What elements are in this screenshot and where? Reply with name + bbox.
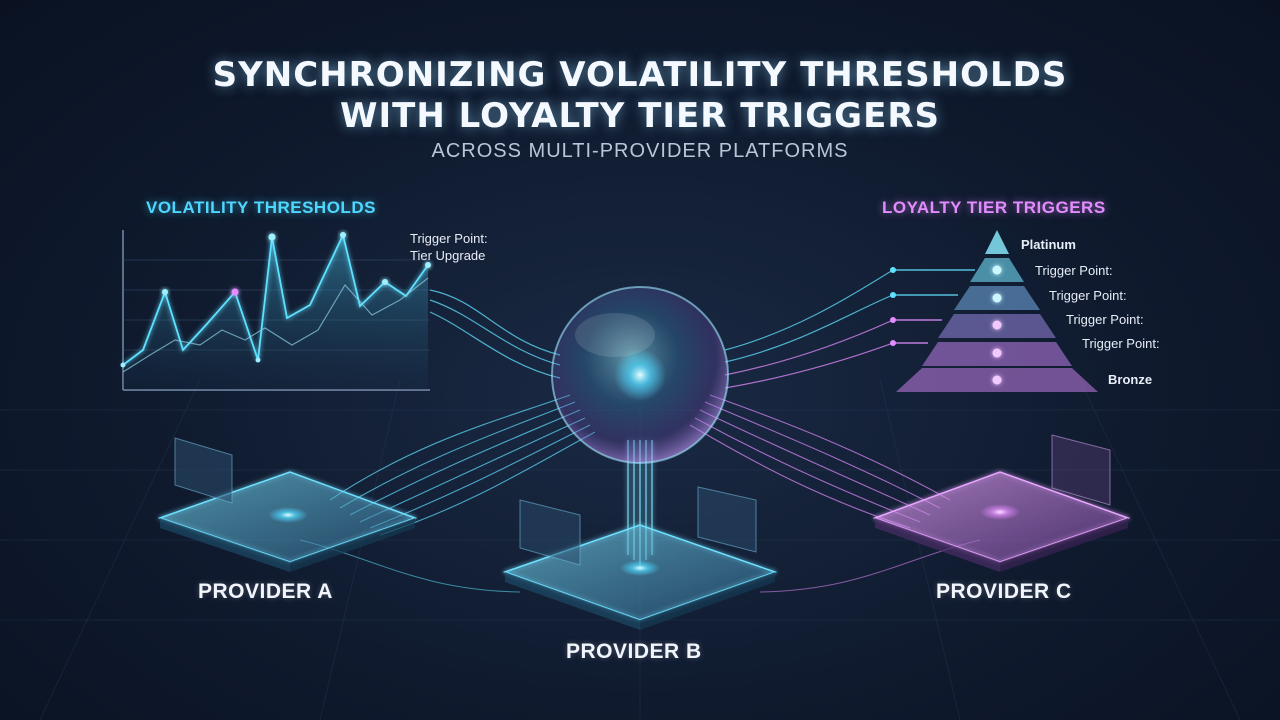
trigger-note-line-2: Tier Upgrade xyxy=(410,248,486,263)
data-point xyxy=(425,262,431,268)
provider-a-platform xyxy=(157,437,418,572)
loyalty-pyramid xyxy=(890,230,1098,392)
provider-b-platform xyxy=(502,486,778,630)
volatility-points xyxy=(120,232,431,368)
data-point xyxy=(120,362,126,368)
tier-label-trigger-2: Trigger Point: xyxy=(1049,288,1127,303)
data-point xyxy=(340,232,346,238)
hub-to-provider-a-streams xyxy=(329,394,596,536)
data-point xyxy=(162,289,168,295)
loyalty-heading: LOYALTY TIER TRIGGERS xyxy=(882,198,1106,217)
tier-label-trigger-3: Trigger Point: xyxy=(1066,312,1144,327)
volatility-line-secondary xyxy=(122,277,429,373)
provider-a-label: PROVIDER A xyxy=(198,580,333,603)
provider-b-panel-left xyxy=(519,499,581,566)
pyramid-to-hub-connectors xyxy=(724,269,894,389)
provider-c-label: PROVIDER C xyxy=(936,580,1072,603)
tier-label-bronze: Bronze xyxy=(1108,372,1153,387)
data-point xyxy=(231,288,239,296)
volatility-heading: VOLATILITY THRESHOLDS xyxy=(146,198,376,217)
provider-b-label: PROVIDER B xyxy=(566,640,702,663)
provider-c-panel xyxy=(1051,434,1111,506)
tier-label-trigger-4: Trigger Point: xyxy=(1082,336,1160,351)
provider-a-panel xyxy=(174,437,233,504)
chart-to-hub-connectors xyxy=(429,289,561,379)
subtitle: ACROSS MULTI-PROVIDER PLATFORMS xyxy=(431,140,849,162)
data-point xyxy=(382,279,388,285)
tier-label-platinum: Platinum xyxy=(1021,237,1076,252)
data-point xyxy=(268,233,276,241)
title-line-1: SYNCHRONIZING VOLATILITY THRESHOLDS xyxy=(212,55,1068,95)
provider-c-platform xyxy=(872,434,1131,572)
provider-b-panel-right xyxy=(697,486,757,553)
tier-platinum-band xyxy=(985,230,1009,254)
volatility-chart xyxy=(120,230,431,391)
tier-label-trigger-1: Trigger Point: xyxy=(1035,263,1113,278)
title-line-2: WITH LOYALTY TIER TRIGGERS xyxy=(340,96,940,136)
trigger-note-line-1: Trigger Point: xyxy=(410,231,488,246)
central-sphere xyxy=(551,286,729,464)
data-point xyxy=(255,357,261,363)
